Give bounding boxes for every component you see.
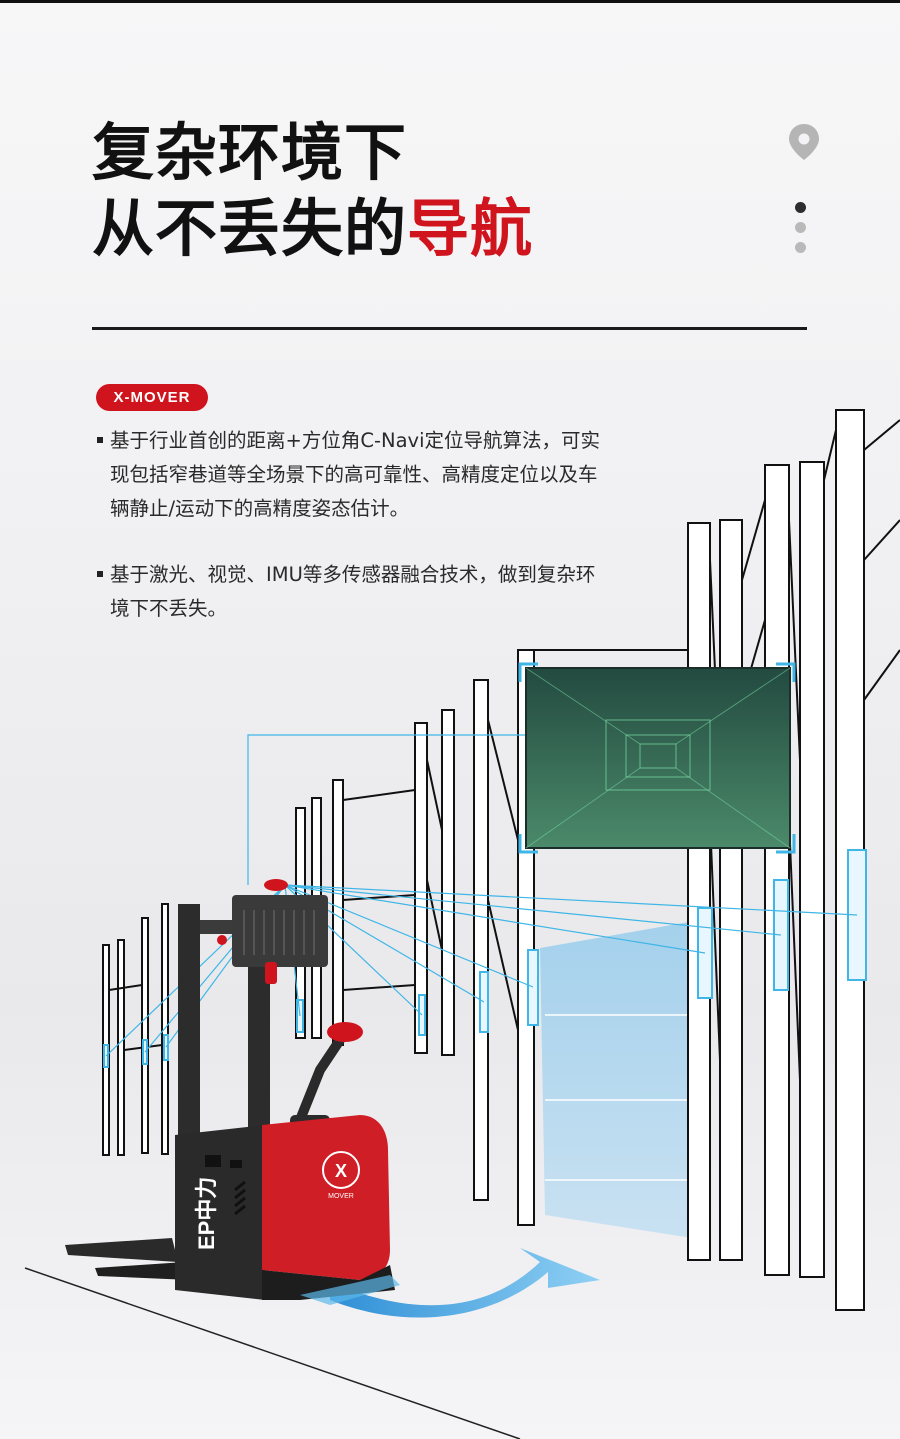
feature-text: 基于行业首创的距离+方位角C-Navi定位导航算法，可实现包括窄巷道等全场景下的… xyxy=(110,429,600,520)
page-dot-1[interactable] xyxy=(795,202,806,213)
navigation-arrow-icon xyxy=(330,1248,600,1318)
top-border xyxy=(0,0,900,3)
title-divider xyxy=(92,327,807,330)
page-indicator xyxy=(795,202,807,262)
title-line-2-prefix: 从不丢失的 xyxy=(92,192,408,265)
feature-list: 基于行业首创的距离+方位角C-Navi定位导航算法，可实现包括窄巷道等全场景下的… xyxy=(96,424,601,658)
logo-subtext: MOVER xyxy=(328,1193,354,1200)
x-mover-logo-icon xyxy=(322,1151,360,1189)
feature-item: 基于激光、视觉、IMU等多传感器融合技术，做到复杂环境下不丢失。 xyxy=(96,558,601,626)
map-pin-icon[interactable] xyxy=(786,122,822,162)
page-title: 复杂环境下 从不丢失的导航 xyxy=(92,115,533,267)
warehouse-illustration: EP中力 X MOVER xyxy=(24,409,900,1439)
page-dot-2[interactable] xyxy=(795,222,806,233)
camera-view-panel xyxy=(518,662,796,854)
title-highlight: 导航 xyxy=(407,192,534,265)
logo-mark: X xyxy=(335,1161,347,1181)
brand-label: EP中力 xyxy=(194,1177,219,1250)
feature-text: 基于激光、视觉、IMU等多传感器融合技术，做到复杂环境下不丢失。 xyxy=(110,563,596,620)
product-badge: X-MOVER xyxy=(96,384,208,411)
bullet-square-icon xyxy=(97,571,103,577)
bullet-square-icon xyxy=(97,437,103,443)
page-dot-3[interactable] xyxy=(795,242,806,253)
feature-item: 基于行业首创的距离+方位角C-Navi定位导航算法，可实现包括窄巷道等全场景下的… xyxy=(96,424,601,526)
stacker-robot: EP中力 X MOVER xyxy=(65,879,400,1305)
title-line-1: 复杂环境下 xyxy=(92,116,408,189)
